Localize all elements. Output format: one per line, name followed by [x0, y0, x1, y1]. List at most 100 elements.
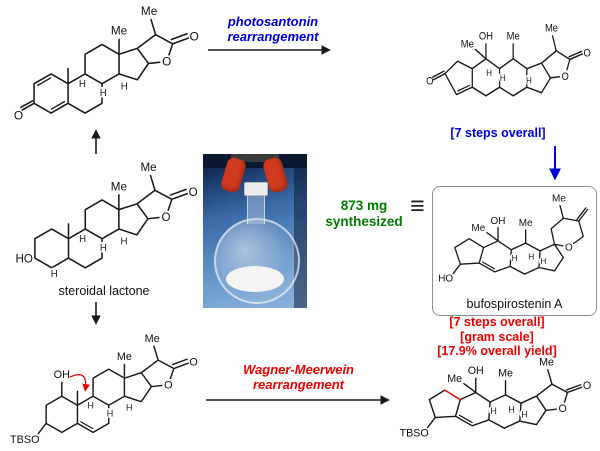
oh-label: OH [54, 369, 70, 381]
photo-background-edge [294, 154, 307, 308]
structure-photoproduct: O OH Me Me Me O O H H H [426, 23, 591, 97]
methyl-bonds [37, 345, 159, 435]
product-caption: bufospirostenin A [466, 297, 563, 311]
h-label: H [526, 75, 532, 86]
h-label: H [100, 243, 107, 254]
lactone-carbonyl-bond [170, 32, 190, 45]
substituent-bonds [474, 35, 557, 60]
h-label: H [521, 409, 527, 419]
reaction-name-line1: photosantonin [227, 14, 319, 29]
methyl-bonds [67, 18, 157, 85]
oxygen-label: O [162, 56, 171, 69]
me-label: Me [141, 5, 158, 18]
oxygen-label: O [559, 403, 567, 415]
amount-line2: synthesized [325, 214, 403, 229]
ketone-bond [432, 70, 446, 81]
ring-o-mask [160, 54, 174, 69]
tbso-label: TBSO [10, 434, 39, 446]
tbso-label: TBSO [400, 428, 429, 440]
oxygen-label: O [189, 357, 197, 369]
alkene-double-bond [458, 414, 473, 424]
h-label: H [512, 253, 518, 263]
top-reaction-arrow [208, 45, 331, 55]
clamp-bar [231, 154, 279, 162]
structure-dienone: O Me Me O O H H H [14, 5, 199, 123]
product-box: HO OH Me Me Me O H H H bufospirostenin A [432, 186, 597, 316]
dienone-double-bonds [37, 77, 66, 110]
oh-label: OH [468, 365, 484, 377]
alkene-double-bond [482, 261, 496, 270]
h-label: H [486, 67, 492, 78]
me-label: Me [507, 31, 520, 43]
equivalence-symbol: ≡ [410, 192, 425, 220]
methyl-bonds [67, 174, 156, 240]
oxygen-label: O [164, 380, 172, 392]
ho-label: HO [438, 273, 453, 284]
oxygen-label: O [161, 211, 170, 224]
oxygen-label: O [189, 186, 198, 199]
me-label: Me [140, 161, 156, 174]
amount-synthesized: 873 mg synthesized [314, 198, 414, 230]
reaction-name-line2: rearrangement [227, 29, 319, 44]
me-label: Me [539, 357, 554, 369]
h-label: H [490, 406, 496, 416]
me-label: Me [471, 223, 485, 234]
exocyclic-methylene [576, 207, 589, 222]
h-label: H [121, 82, 128, 93]
oh-label: OH [491, 216, 506, 227]
joint-clip [244, 182, 268, 196]
oxygen-label: O [190, 31, 199, 44]
note-steps: [7 steps overall] [449, 315, 545, 329]
down-arrow [91, 302, 101, 325]
steroid-skeleton [34, 189, 173, 269]
me-label: Me [447, 373, 462, 385]
h-label: H [528, 252, 534, 262]
oxygen-label: O [426, 76, 433, 88]
h-label: H [51, 269, 58, 280]
lactone-carbonyl-bond [565, 384, 583, 394]
oxygen-label: O [583, 380, 591, 392]
start-material-caption: steroidal lactone [58, 284, 150, 298]
me-label: Me [461, 39, 474, 51]
reaction-name-line1: Wagner-Meerwein [242, 362, 354, 377]
structure-wm-substrate: OH TBSO Me Me O O H H H [10, 333, 198, 446]
oxygen-label: O [14, 110, 23, 123]
structure-wm-product: TBSO OH Me Me Me O O H H H [400, 357, 592, 440]
h-label: H [100, 88, 107, 99]
me-label: Me [111, 25, 128, 38]
bottom-reaction-arrow [206, 395, 390, 405]
note-scale: [gram scale] [460, 329, 534, 344]
alkene-double-bond [80, 421, 94, 430]
me-label: Me [519, 218, 533, 229]
reaction-name-line2: rearrangement [252, 377, 345, 392]
wagner-meerwein-label: Wagner-Meerwein rearrangement [206, 362, 391, 392]
me-label: Me [145, 333, 160, 345]
substituent-bonds [426, 369, 553, 429]
h-label: H [540, 256, 546, 266]
substituent-bonds [452, 204, 564, 275]
photosantonin-label: photosantonin rearrangement [198, 14, 348, 44]
h-label: H [79, 234, 86, 245]
blue-down-arrow [549, 146, 561, 181]
oxygen-label: O [561, 71, 568, 83]
oxygen-label: O [584, 48, 591, 60]
ketone-bond [20, 100, 35, 111]
h-label: H [79, 79, 86, 90]
h-label: H [508, 405, 514, 415]
me-label: Me [111, 180, 127, 193]
me-label: Me [117, 351, 132, 363]
migrated-bond-red [444, 389, 461, 401]
structure-bufospirostenin: HO OH Me Me Me O H H H [438, 194, 589, 284]
note-yield: [17.9% overall yield] [437, 344, 557, 358]
lactone-carbonyl-bond [169, 188, 189, 201]
me-label: Me [545, 23, 558, 35]
me-label: Me [552, 194, 566, 205]
product-notes: [7 steps overall] [gram scale] [17.9% ov… [398, 315, 596, 359]
me-label: Me [498, 367, 513, 379]
oh-label: OH [479, 31, 493, 43]
h-label: H [126, 403, 133, 413]
lactone-carbonyl-bond [568, 50, 584, 61]
flask-photo [203, 154, 307, 308]
steroid-skeleton [33, 33, 174, 114]
